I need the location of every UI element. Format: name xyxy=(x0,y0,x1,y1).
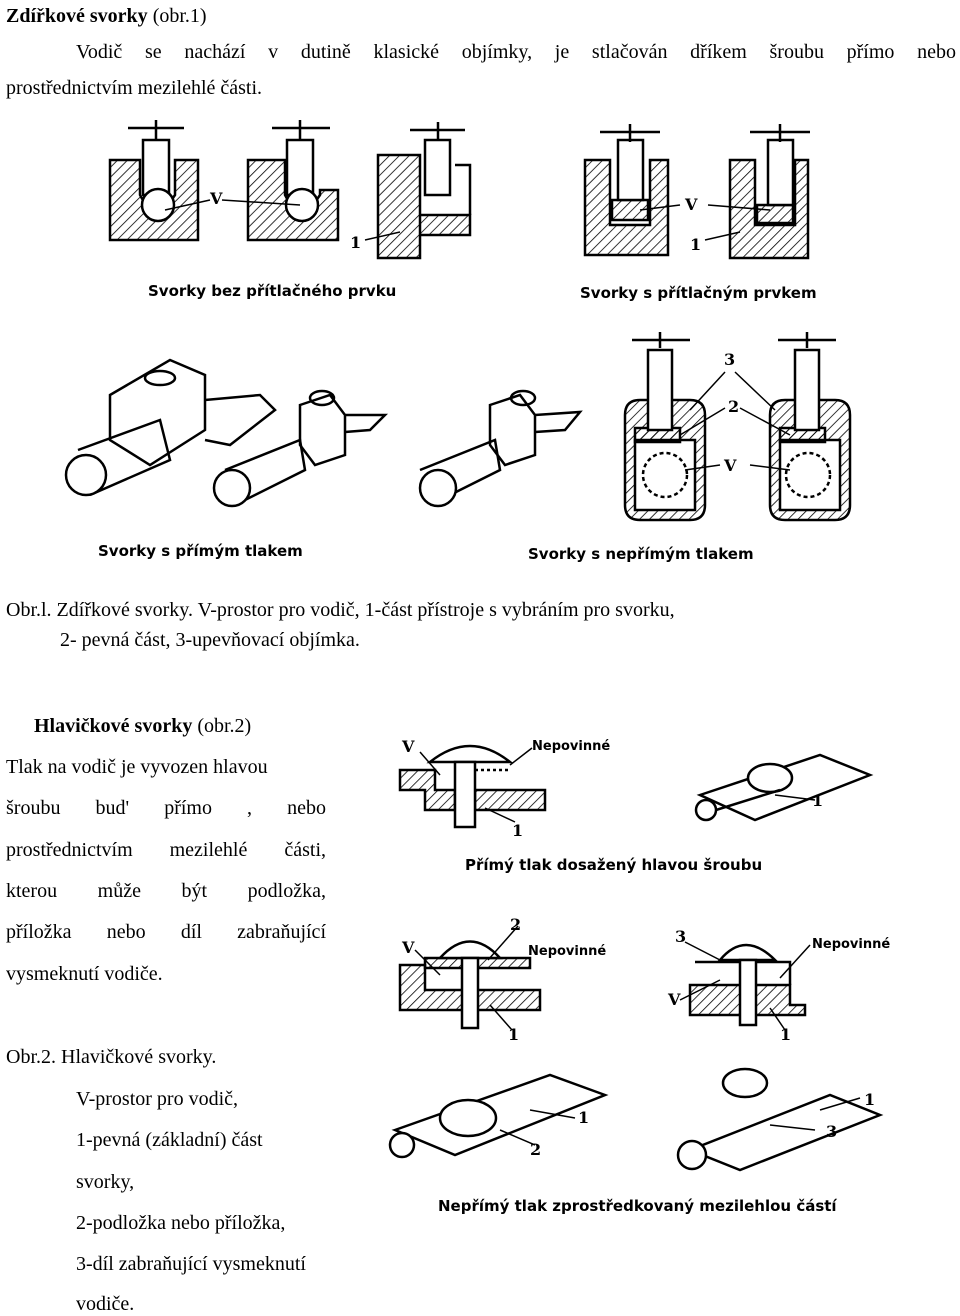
fig2-nepovinne-a: Nepovinné xyxy=(532,739,610,754)
head-clamp-guard-section xyxy=(688,943,807,1027)
fig1-caption-bez: Svorky bez přítlačného prvku xyxy=(148,282,397,300)
caption2-item-2: 1-pevná (základní) část xyxy=(76,1129,263,1151)
fig2-label-1-d: 1 xyxy=(780,1025,791,1044)
fig2-label-1-c: 1 xyxy=(508,1025,519,1044)
word: zabraňující xyxy=(237,921,326,943)
fig1-caption-s: Svorky s přítlačným prvkem xyxy=(580,284,817,302)
fig2-label-2-b: 2 xyxy=(530,1140,541,1159)
head-clamp-direct-iso xyxy=(694,753,874,822)
fig2-label-1-f: 1 xyxy=(864,1090,875,1109)
section1-heading-ref: (obr.1) xyxy=(147,5,207,27)
direct-pressure-terminals xyxy=(64,358,583,508)
word: podložka, xyxy=(247,880,326,902)
section2-heading-line: Hlavičkové svorky (obr.2) xyxy=(34,714,251,738)
head-clamp-direct-section xyxy=(398,744,547,829)
word: nebo xyxy=(287,797,326,819)
caption1-line1: Obr.l. Zdířkové svorky. V-prostor pro vo… xyxy=(6,599,675,621)
section2-heading: Hlavičkové svorky xyxy=(34,715,193,737)
fig2-label-v-c: V xyxy=(667,990,681,1009)
head-clamp-iso-lower xyxy=(388,1067,884,1172)
word: šroubu xyxy=(6,797,61,819)
indirect-pressure-terminals xyxy=(623,332,852,522)
fig2-label-3-b: 3 xyxy=(826,1122,837,1141)
fig2-nepovinne-b: Nepovinné xyxy=(528,944,606,959)
word: příložka xyxy=(6,921,72,943)
figure2-leaders xyxy=(414,747,861,1146)
fig2-label-v-a: V xyxy=(401,737,415,756)
clamp-diagram-1 xyxy=(108,120,200,242)
section2-line-1: Tlak na vodič je vyvozen hlavou xyxy=(6,756,268,778)
word: přímo xyxy=(164,797,212,819)
clamp-diagram-4 xyxy=(583,124,670,257)
clamp-diagram-2 xyxy=(246,120,340,242)
fig1-caption-neprimy: Svorky s nepřímým tlakem xyxy=(528,545,754,563)
fig1-label-v-c: V xyxy=(723,456,737,475)
caption2-item-1: V-prostor pro vodič, xyxy=(76,1088,239,1110)
fig2-label-1-b: 1 xyxy=(812,791,823,810)
word: , xyxy=(247,797,253,819)
section1-heading-line: Zdířkové svorky (obr.1) xyxy=(6,4,207,28)
fig2-caption-neprimy: Nepřímý tlak zprostředkovaný mezilehlou … xyxy=(438,1197,837,1215)
fig2-caption-primy: Přímý tlak dosažený hlavou šroubu xyxy=(465,856,763,874)
section2-line-5: příložka nebo díl zabraňující xyxy=(6,920,326,944)
fig1-label-1-b: 1 xyxy=(690,235,701,254)
word: kterou xyxy=(6,880,58,902)
section2-line-2: šroubu bud' přímo , nebo xyxy=(6,796,326,820)
section2-line-6: vysmeknutí vodiče. xyxy=(6,963,163,985)
fig1-caption-primy: Svorky s přímým tlakem xyxy=(98,542,303,560)
word: být xyxy=(181,880,208,902)
fig1-label-2: 2 xyxy=(728,397,739,416)
head-clamp-washer-section xyxy=(398,940,542,1030)
fig2-nepovinne-c: Nepovinné xyxy=(812,937,890,952)
fig1-label-v-b: V xyxy=(684,195,698,214)
caption2-item-4: 2-podložka nebo příložka, xyxy=(76,1212,286,1234)
fig2-label-3-a: 3 xyxy=(675,927,686,946)
caption2-title: Obr.2. Hlavičkové svorky. xyxy=(6,1046,217,1068)
word: mezilehlé xyxy=(169,839,248,861)
fig2-label-2-a: 2 xyxy=(510,915,521,934)
word: díl xyxy=(180,921,202,943)
clamp-diagram-5 xyxy=(728,124,810,260)
fig1-label-1-a: 1 xyxy=(350,233,361,252)
caption2-item-3: svorky, xyxy=(76,1171,135,1193)
word: bud' xyxy=(95,797,130,819)
section2-line-4: kterou může být podložka, xyxy=(6,879,326,903)
fig2-label-v-b: V xyxy=(401,938,415,957)
clamp-diagram-3 xyxy=(376,122,472,260)
caption2-item-5: 3-díl zabraňující vysmeknutí xyxy=(76,1253,306,1275)
fig2-label-1-e: 1 xyxy=(578,1108,589,1127)
fig1-label-v-a: V xyxy=(209,189,223,208)
caption2-item-6: vodiče. xyxy=(76,1293,135,1315)
section2-heading-ref: (obr.2) xyxy=(192,715,252,737)
word: může xyxy=(97,880,141,902)
caption1-line2: 2- pevná část, 3-upevňovací objímka. xyxy=(60,629,360,651)
word: prostřednictvím xyxy=(6,839,133,861)
figure1-leaders-lower xyxy=(679,371,791,471)
figure1-leaders xyxy=(164,199,771,241)
word: nebo xyxy=(106,921,146,943)
fig2-label-1-a: 1 xyxy=(512,821,523,840)
word: části, xyxy=(284,839,326,861)
section1-para-line2: prostřednictvím mezilehlé části. xyxy=(6,77,263,99)
section1-heading: Zdířkové svorky xyxy=(6,5,148,27)
section1-para-line1: Vodič se nachází v dutině klasické objím… xyxy=(76,41,956,63)
fig1-label-3: 3 xyxy=(724,350,735,369)
section2-line-3: prostřednictvím mezilehlé části, xyxy=(6,838,326,862)
